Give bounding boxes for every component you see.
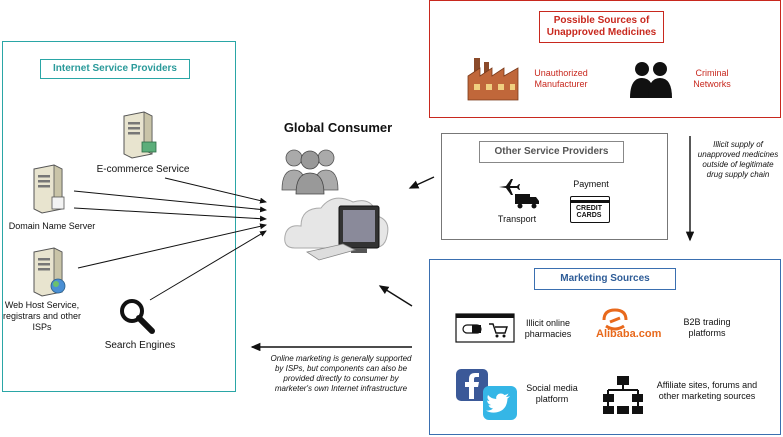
other-providers-panel xyxy=(441,133,668,240)
truck-icon xyxy=(515,194,539,209)
arrow-dns-to-consumer-2 xyxy=(73,207,267,222)
isp-title: Internet Service Providers xyxy=(40,59,190,79)
global-consumer-title: Global Consumer xyxy=(283,120,393,135)
alibaba-logo-text: Alibaba.com xyxy=(596,328,662,340)
ecommerce-label: E-commerce Service xyxy=(96,164,190,175)
airplane-icon xyxy=(499,179,520,195)
isp-panel xyxy=(2,41,236,392)
webhost-label: Web Host Service, registrars and other I… xyxy=(2,300,82,332)
criminal-networks-icon xyxy=(630,62,672,98)
credit-card-icon: CREDIT CARDS xyxy=(570,196,610,223)
facebook-icon xyxy=(456,369,488,401)
dns-label: Domain Name Server xyxy=(8,221,96,231)
ecommerce-server-icon xyxy=(123,111,157,159)
twitter-icon xyxy=(483,386,517,420)
arrow-ecommerce-to-consumer xyxy=(164,177,267,204)
payment-label: Payment xyxy=(573,179,609,189)
arrow-providers-to-consumer xyxy=(408,176,435,189)
factory-icon xyxy=(467,58,519,101)
transport-label: Transport xyxy=(497,214,537,224)
manufacturer-label: Unauthorized Manufacturer xyxy=(534,68,588,89)
b2b-label: B2B trading platforms xyxy=(683,317,731,338)
webhost-server-icon xyxy=(33,247,66,297)
other-providers-title: Other Service Providers xyxy=(479,141,624,163)
cloud-computer-icon xyxy=(284,197,389,261)
social-media-label: Social media platform xyxy=(526,383,578,404)
arrow-dns-to-consumer-1 xyxy=(73,190,267,213)
pharmacies-label: Illicit online pharmacies xyxy=(524,318,572,339)
criminal-networks-label: Criminal Networks xyxy=(693,68,731,89)
marketing-title: Marketing Sources xyxy=(534,268,676,290)
network-hierarchy-icon xyxy=(603,376,643,414)
search-icon xyxy=(120,299,155,334)
arrow-marketing-to-consumer xyxy=(378,285,413,307)
arrow-search-to-consumer xyxy=(149,230,267,301)
illicit-supply-note: Illicit supply of unapproved medicines o… xyxy=(697,140,779,179)
credit-card-text: CREDIT CARDS xyxy=(575,205,603,219)
consumer-people-icon xyxy=(281,149,339,195)
sources-panel xyxy=(429,0,781,118)
affiliate-label: Affiliate sites, forums and other market… xyxy=(656,380,758,401)
search-engines-label: Search Engines xyxy=(104,340,176,351)
marketing-panel xyxy=(429,259,781,435)
online-marketing-note: Online marketing is generally supported … xyxy=(270,354,412,393)
online-pharmacy-icon xyxy=(455,313,515,343)
sources-title: Possible Sources of Unapproved Medicines xyxy=(539,11,664,43)
alibaba-logo-icon xyxy=(602,308,628,331)
dns-server-icon xyxy=(33,164,65,214)
arrow-webhost-to-consumer xyxy=(77,223,267,269)
